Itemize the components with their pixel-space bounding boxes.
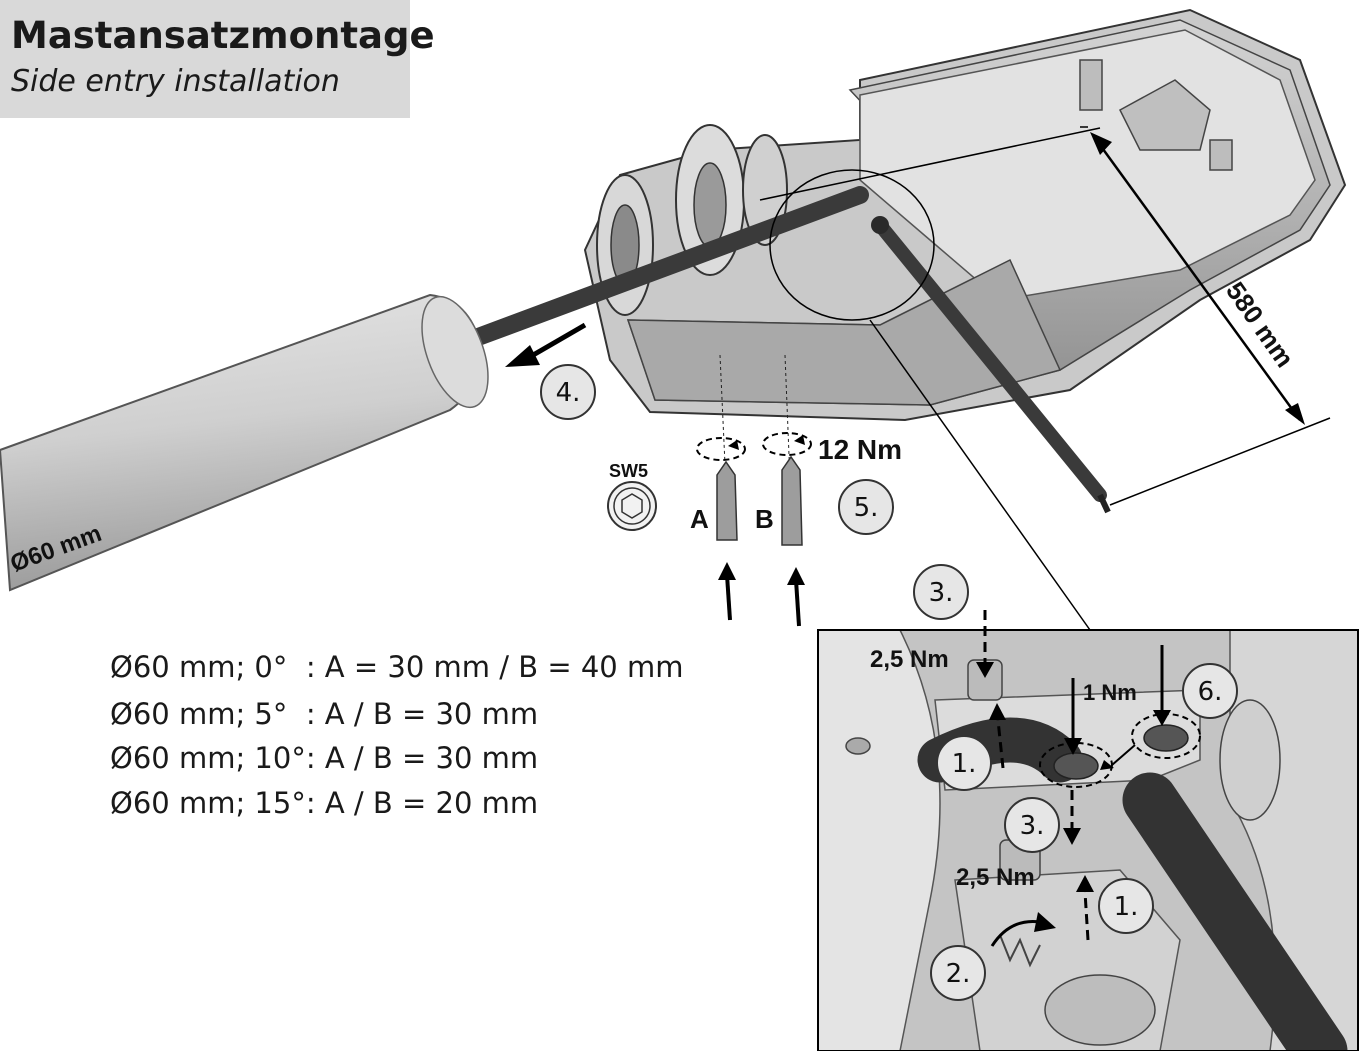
hex-wrench-icon: SW5 [607, 461, 657, 531]
step-5-label: 5. [854, 493, 879, 523]
screw-a [716, 460, 738, 541]
torque-main-label: 12 Nm [818, 434, 902, 465]
detail-annotations: 2,5 Nm 1 Nm 2,5 Nm 3. 6. 1. 3. 1. 2. [870, 564, 1238, 1001]
step-2-label: 2. [946, 959, 971, 989]
step-1-left-label: 1. [952, 749, 977, 779]
length-label: 580 mm [1220, 276, 1300, 373]
detail-inset [817, 629, 1359, 1051]
step-6-label: 6. [1198, 677, 1223, 707]
wrench-label: SW5 [609, 461, 648, 481]
step-4-label: 4. [556, 378, 581, 408]
step-4-group: 4. [505, 322, 596, 420]
screw-b [781, 455, 803, 546]
step-4-badge [540, 364, 596, 420]
step-1-right-badge [1098, 878, 1154, 934]
set-screws: A B [690, 354, 812, 627]
torque-detail-lower-label: 2,5 Nm [956, 864, 1035, 891]
title-panel: Mastansatzmontage Side entry installatio… [0, 0, 435, 118]
torque-detail-left-label: 2,5 Nm [870, 646, 949, 673]
spec-line-1: Ø60 mm; 0° : A = 30 mm / B = 40 mm [110, 650, 684, 684]
cable [461, 186, 1111, 514]
title-german: Mastansatzmontage [11, 14, 435, 57]
spec-line-4: Ø60 mm; 15°: A / B = 20 mm [110, 786, 539, 820]
detail-callout-circle [769, 169, 935, 321]
screw-a-label: A [690, 504, 709, 534]
step-5-badge [838, 479, 894, 535]
mast-pole [0, 293, 489, 592]
step-6-badge [1182, 663, 1238, 719]
step-1-right-label: 1. [1114, 892, 1139, 922]
spec-line-3: Ø60 mm; 10°: A / B = 30 mm [110, 741, 539, 775]
step-1-left-badge [936, 735, 992, 791]
luminaire-housing [583, 8, 1347, 422]
step-2-badge [930, 945, 986, 1001]
step-3-top-label: 3. [929, 578, 954, 608]
step-3-mid-label: 3. [1020, 811, 1045, 841]
spec-line-2: Ø60 mm; 5° : A / B = 30 mm [110, 697, 539, 731]
step-3-mid-badge [1004, 797, 1060, 853]
title-english: Side entry installation [11, 64, 340, 99]
screw-b-label: B [755, 504, 774, 534]
step-3-top-badge [913, 564, 969, 620]
torque-detail-mid-label: 1 Nm [1083, 680, 1137, 705]
